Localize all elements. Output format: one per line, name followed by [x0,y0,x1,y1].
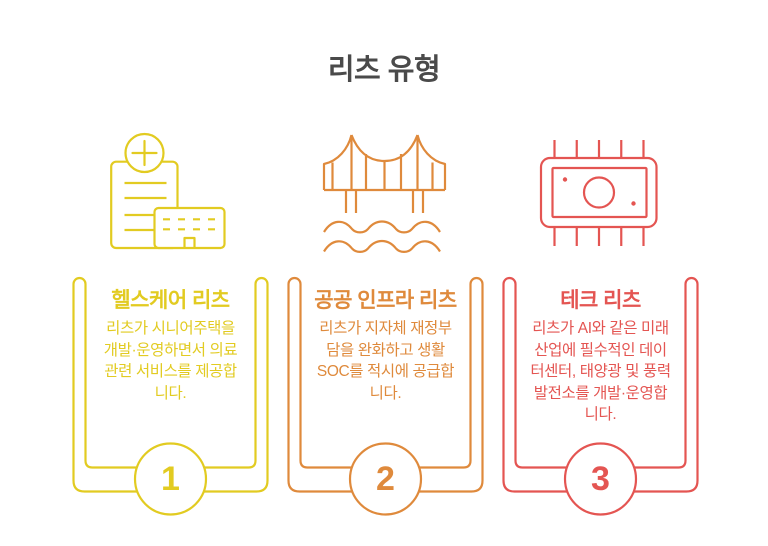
banknote-chip-icon [535,133,665,253]
card-title: 공공 인프라 리츠 [314,289,457,312]
number-circle [563,442,638,516]
suspension-bridge-icon [320,133,450,253]
hospital-building-icon [105,132,235,253]
card-public-infra-reit: 공공 인프라 리츠 리츠가 지자체 재정부 담을 완화하고 생활 SOC를 적시… [287,270,484,520]
card-description: 리츠가 지자체 재정부 담을 완화하고 생활 SOC를 적시에 공급합 니다. [316,320,455,402]
card-description: 리츠가 시니어주택을 개발·운영하면서 의료 관련 서비스를 제공합 니다. [103,320,238,402]
card-tech-reit: 테크 리츠 리츠가 AI와 같은 미래 산업에 필수적인 데이 터센터, 태양광… [502,270,699,520]
card-description: 리츠가 AI와 같은 미래 산업에 필수적인 데이 터센터, 태양광 및 풍력 … [530,320,671,423]
card-bracket-border [502,276,699,516]
card-healthcare-reit: 헬스케어 리츠 리츠가 시니어주택을 개발·운영하면서 의료 관련 서비스를 제… [72,270,269,520]
step-number: 2 [376,459,395,498]
number-circle [133,442,208,516]
step-number: 3 [591,459,610,498]
step-number: 1 [161,459,180,498]
card-bracket-border [72,276,269,516]
card-bracket-border [287,276,484,516]
card-title: 헬스케어 리츠 [111,289,230,312]
card-title: 테크 리츠 [560,289,641,312]
page-title: 리츠 유형 [327,54,441,86]
number-circle [348,442,423,516]
